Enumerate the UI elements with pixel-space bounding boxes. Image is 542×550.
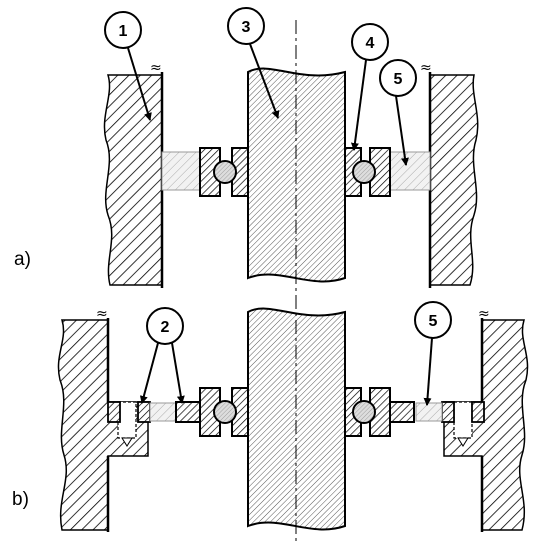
bearing-left-b	[199, 387, 249, 437]
leader-lines	[127, 43, 433, 406]
callout-circle-3	[227, 7, 265, 45]
panel-a-label: a)	[14, 249, 31, 270]
callout-circle-2	[146, 307, 184, 345]
callout-5a-label: 5	[394, 71, 403, 88]
callouts	[104, 7, 452, 345]
callout-circle-5a	[379, 59, 417, 97]
collar-left-b	[175, 401, 201, 423]
insert-right-b2	[471, 401, 485, 423]
panel-b: ≈ ≈	[57, 306, 529, 532]
left-wall-b	[57, 319, 149, 531]
callout-2-label: 2	[161, 319, 170, 336]
right-wall-b	[443, 319, 529, 531]
right-wall-a	[429, 74, 479, 286]
rod-right-a	[389, 151, 431, 191]
insert-right-b	[441, 401, 455, 423]
svg-text:≈: ≈	[96, 306, 108, 322]
callout-circle-1	[104, 11, 142, 49]
panel-b-label: b)	[12, 489, 29, 510]
callout-5b-label: 5	[429, 313, 438, 330]
callout-3-label: 3	[242, 19, 251, 36]
bearing-right-a	[344, 147, 391, 197]
panel-a: ≈ ≈	[103, 60, 479, 288]
callout-circle-4	[351, 23, 389, 61]
insert-left-b2	[137, 401, 151, 423]
collar-right-b	[389, 401, 415, 423]
callout-1-label: 1	[119, 23, 128, 40]
callout-circle-5b	[414, 301, 452, 339]
shaft-b	[247, 307, 346, 531]
rod-left-a	[161, 151, 201, 191]
svg-text:≈: ≈	[150, 60, 162, 76]
bearing-right-b	[344, 387, 391, 437]
insert-left-b	[107, 401, 121, 423]
svg-text:≈: ≈	[478, 306, 490, 322]
rod-right-b	[415, 402, 443, 422]
rod-left-b	[149, 402, 177, 422]
callout-4-label: 4	[366, 35, 375, 52]
bearing-left-a	[199, 147, 249, 197]
left-wall-a	[103, 74, 163, 286]
svg-text:≈: ≈	[420, 60, 432, 76]
